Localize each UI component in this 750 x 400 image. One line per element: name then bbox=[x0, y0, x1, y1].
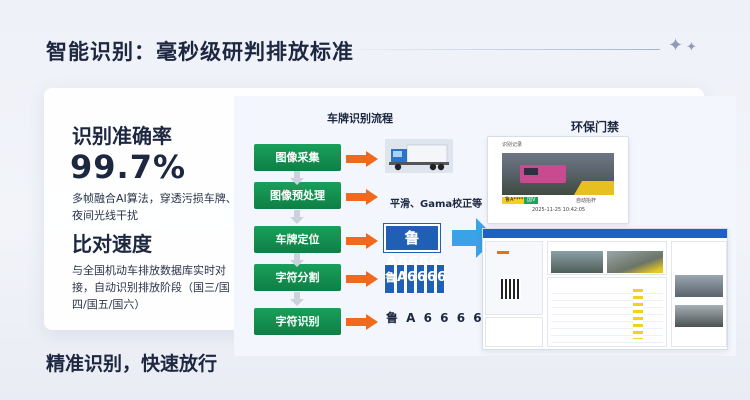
step-plate-locate: 车牌定位 bbox=[254, 226, 341, 253]
sparkle-icon: ✦ bbox=[686, 40, 697, 55]
right-arrow-icon bbox=[346, 151, 378, 167]
plate-segmented: 鲁 A 6 6 6 6 bbox=[384, 264, 446, 294]
gate-plate-badge: 鲁A**** bbox=[502, 197, 527, 204]
flow-title: 车牌识别流程 bbox=[327, 112, 393, 125]
right-arrow-icon bbox=[346, 233, 378, 249]
plate-char: 鲁 bbox=[384, 264, 396, 294]
footer-slogan: 精准识别，快速放行 bbox=[46, 353, 218, 375]
step-char-segment: 字符分割 bbox=[254, 264, 341, 291]
right-arrow-icon bbox=[346, 314, 378, 330]
recognized-plate-text: 鲁 A 6 6 6 6 bbox=[386, 311, 484, 325]
truck-icon bbox=[385, 139, 453, 173]
dashboard-screenshot bbox=[482, 228, 728, 350]
gate-record-card: 识别记录 鲁A**** 国V 2025-11-25 10:42:05 自动抬杆 bbox=[487, 136, 629, 224]
recognition-figure: 车牌识别流程 环保门禁 图像采集 图像预处理 车牌定位 字符分割 字符识别 平滑… bbox=[234, 96, 736, 356]
preprocess-note: 平滑、Gama校正等 bbox=[390, 199, 483, 210]
plate-char: 6 bbox=[426, 264, 436, 294]
step-preprocess: 图像预处理 bbox=[254, 182, 341, 209]
plate-char: 6 bbox=[436, 264, 446, 294]
step-image-capture: 图像采集 bbox=[254, 144, 341, 171]
down-arrow-icon bbox=[290, 253, 304, 267]
plate-char: 6 bbox=[416, 264, 426, 294]
down-arrow-icon bbox=[290, 292, 304, 306]
page-title: 智能识别：毫秒级研判排放标准 bbox=[46, 40, 354, 64]
plate-located: 鲁A6666 bbox=[383, 223, 441, 271]
speed-description: 与全国机动车排放数据库实时对接，自动识别排放阶段（国三/国四/国五/国六） bbox=[72, 264, 230, 311]
gate-card-label: 识别记录 bbox=[502, 142, 523, 148]
accuracy-value: 99.7% bbox=[70, 148, 187, 186]
gate-camera-image bbox=[502, 153, 614, 195]
title-divider bbox=[330, 49, 660, 50]
right-arrow-icon bbox=[346, 189, 378, 205]
plate-char: 6 bbox=[406, 264, 416, 294]
down-arrow-icon bbox=[290, 171, 304, 185]
sparkle-icon: ✦ bbox=[668, 35, 684, 56]
right-arrow-icon bbox=[346, 271, 378, 287]
accuracy-description: 多帧融合AI算法，穿透污损车牌、夜间光线干扰 bbox=[72, 192, 237, 222]
gate-emission-badge: 国V bbox=[524, 197, 539, 204]
speed-heading: 比对速度 bbox=[72, 232, 152, 256]
gate-time: 2025-11-25 10:42:05 bbox=[532, 207, 586, 213]
gate-status: 自动抬杆 bbox=[576, 198, 597, 204]
accuracy-heading: 识别准确率 bbox=[72, 124, 172, 148]
down-arrow-icon bbox=[290, 210, 304, 224]
gate-title: 环保门禁 bbox=[571, 120, 620, 134]
plate-char: A bbox=[396, 264, 407, 294]
step-char-recognize: 字符识别 bbox=[254, 308, 341, 335]
